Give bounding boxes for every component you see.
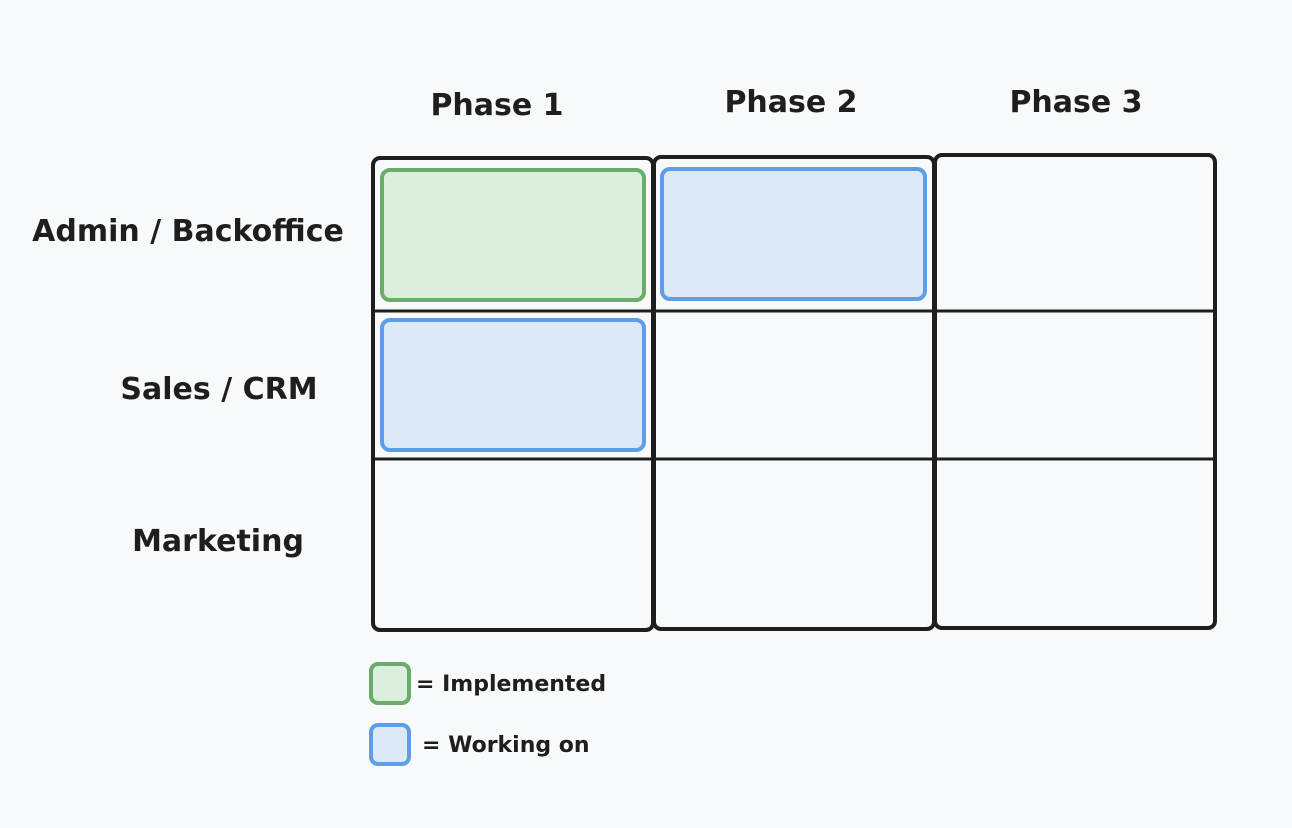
- cell-admin-phase1-implemented-box: [380, 168, 646, 302]
- legend-implemented-swatch: [369, 662, 411, 705]
- legend-working-label: = Working on: [422, 733, 590, 758]
- grid-column-3: [933, 153, 1217, 630]
- column-header-phase-2: Phase 2: [724, 85, 857, 120]
- row-header-admin-backoffice: Admin / Backoffice: [32, 214, 344, 249]
- row-header-sales-crm: Sales / CRM: [120, 372, 317, 407]
- legend-working-swatch: [369, 723, 411, 766]
- legend-implemented-label: = Implemented: [416, 672, 606, 697]
- column-header-phase-1: Phase 1: [430, 88, 563, 123]
- column-header-phase-3: Phase 3: [1009, 85, 1142, 120]
- cell-admin-phase2-working-box: [660, 167, 927, 301]
- cell-sales-phase1-working-box: [380, 318, 646, 452]
- row-header-marketing: Marketing: [132, 524, 304, 559]
